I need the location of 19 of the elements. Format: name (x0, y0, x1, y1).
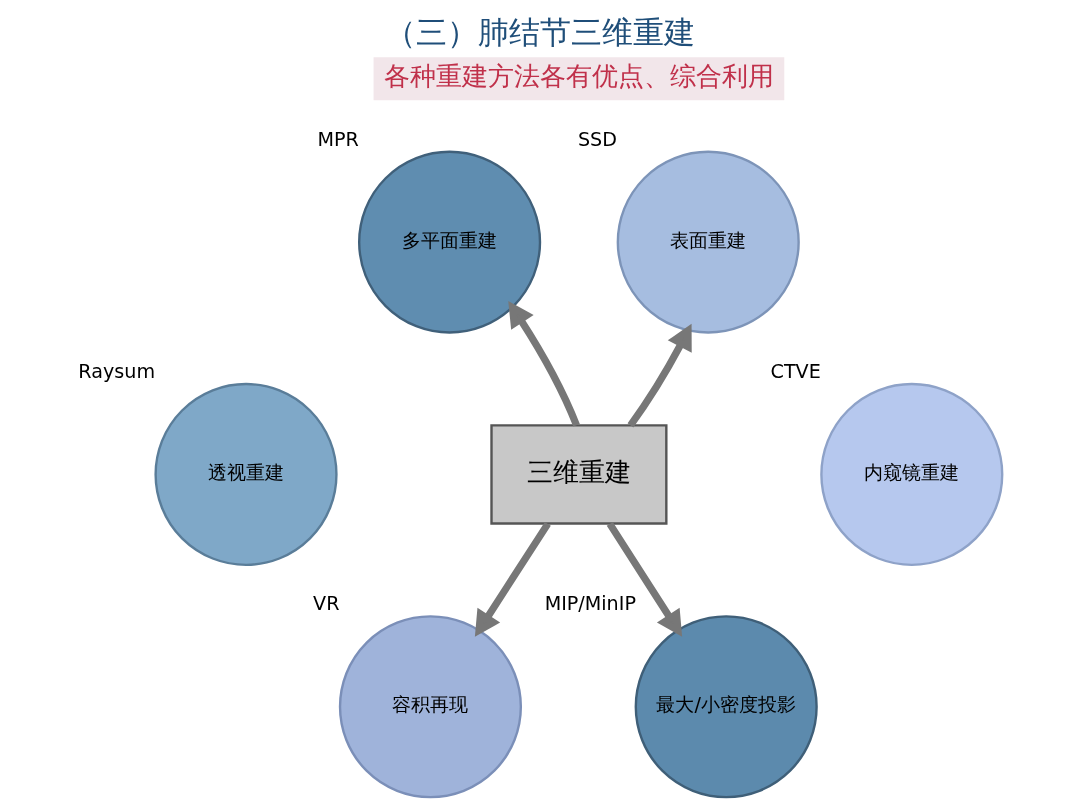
node-label: Raysum (78, 359, 156, 383)
node-label: VR (313, 592, 340, 616)
node-label: CTVE (770, 359, 821, 383)
node-label: MPR (317, 127, 359, 151)
node-circle: 多平面重建 (358, 150, 542, 334)
arrow (508, 300, 580, 427)
node-circle: 内窥镜重建 (820, 382, 1004, 567)
node-circle: 容积再现 (338, 615, 523, 799)
node-circle: 透视重建 (154, 382, 338, 567)
diagram-title: （三）肺结节三维重建 (385, 13, 695, 50)
node-circle: 最大/小密度投影 (634, 615, 818, 799)
arrow (606, 521, 683, 637)
node-label: MIP/MinIP (544, 592, 636, 616)
node-label: SSD (577, 127, 617, 151)
node-box: 三维重建 (490, 424, 668, 525)
label: 各种重建方法各有优点、综合利用 (383, 61, 774, 92)
node-circle: 表面重建 (616, 150, 800, 334)
arrow (627, 323, 692, 428)
arrow (474, 521, 551, 637)
